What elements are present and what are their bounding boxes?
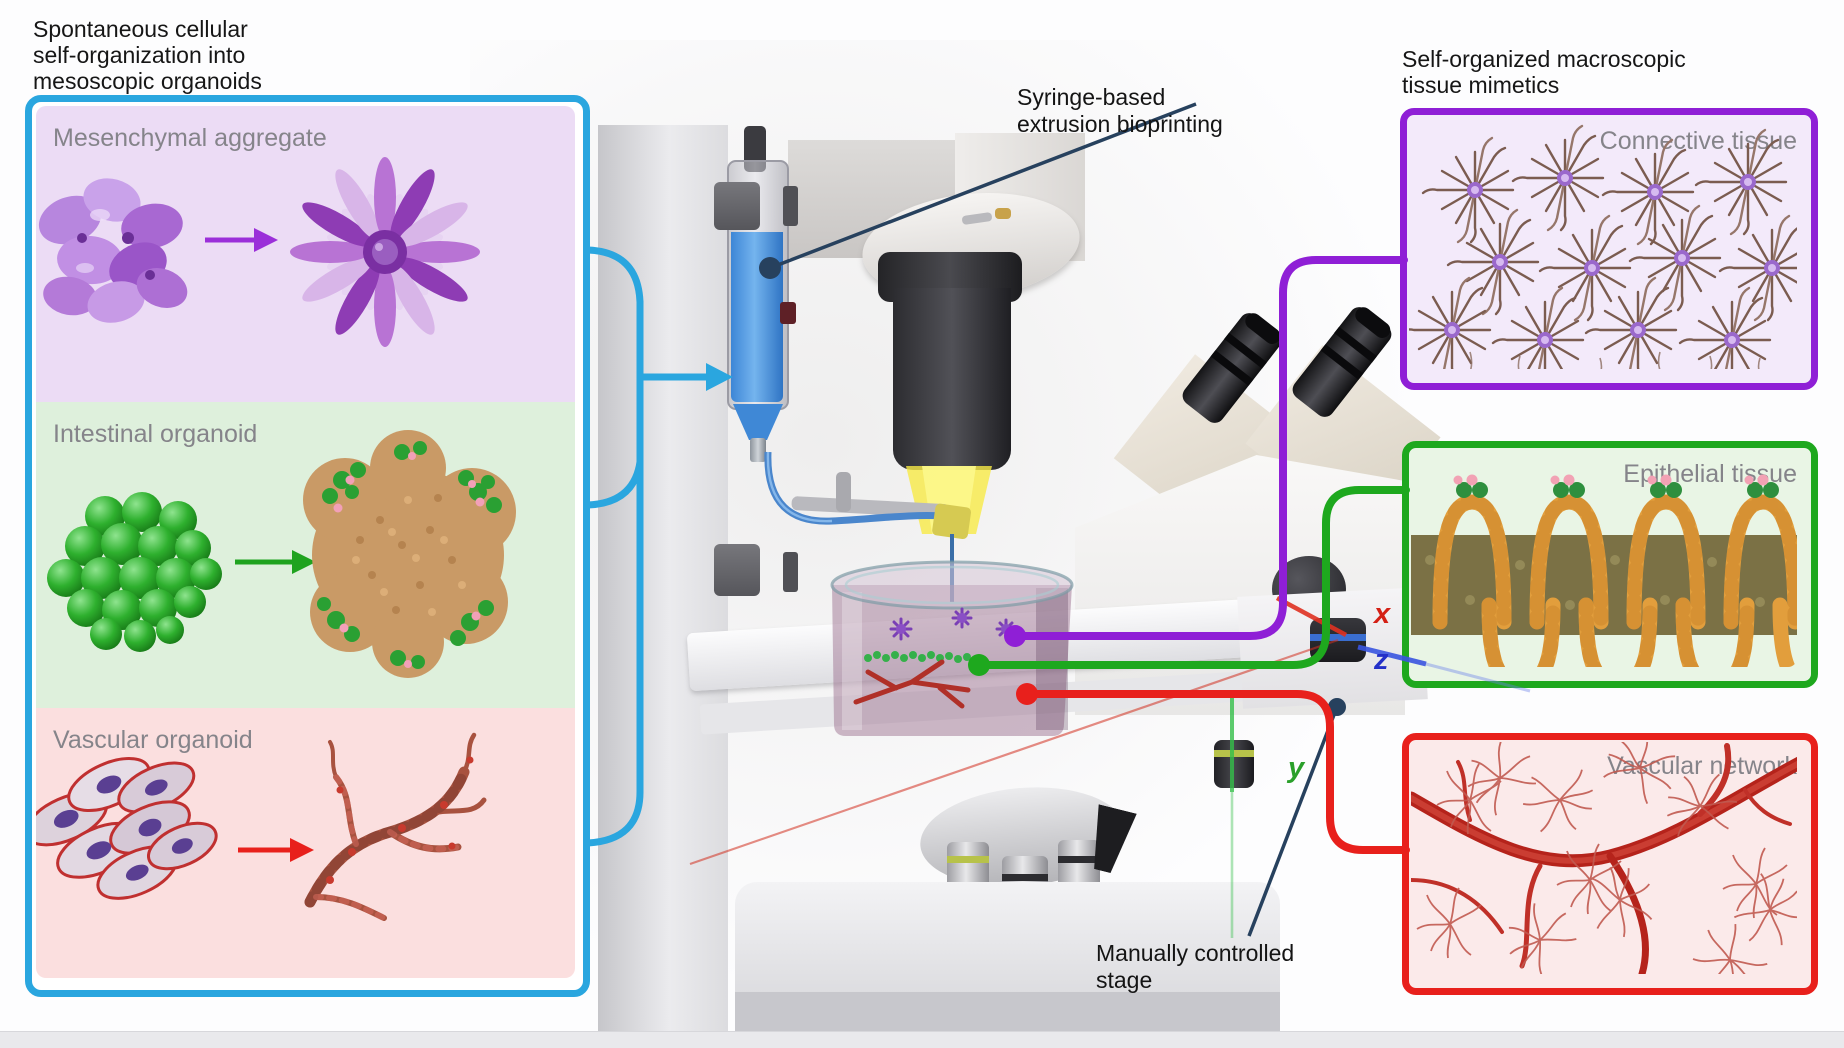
syringe-label: Syringe-based extrusion bioprinting [1017,84,1223,137]
x-axis-label: x [1374,598,1391,630]
xz-axis-knob [1310,618,1366,662]
printer-column [598,125,728,1048]
bench-edge [0,1031,1844,1048]
mesenchymal-section: Mesenchymal aggregate [36,106,575,402]
clamp-tab [783,552,798,592]
connective-tissue-panel: Connective tissue [1400,108,1818,390]
z-axis-label: z [1374,644,1389,676]
y-axis-label: y [1288,752,1305,784]
syringe-bioink [731,232,783,402]
intestinal-section-label: Intestinal organoid [53,420,258,448]
column-bracket [714,544,760,596]
vascular-section: Vascular organoid [36,708,575,978]
epithelial-tissue-panel: Epithelial tissue [1402,441,1818,688]
mesenchymal-section-label: Mesenchymal aggregate [53,124,327,152]
connective-tissue-label: Connective tissue [1599,127,1797,155]
epithelial-tissue-label: Epithelial tissue [1623,460,1797,488]
vascular-network-panel: Vascular network [1402,733,1818,995]
sensor-tab [780,302,796,324]
stage-label: Manually controlled stage [1096,940,1295,993]
right-column-title: Self-organized macroscopic tissue mimeti… [1402,46,1686,98]
vascular-section-label: Vascular organoid [53,726,253,754]
syringe-tip [750,438,766,462]
left-column-title: Spontaneous cellular self-organization i… [33,16,262,94]
y-axis-knob [1214,740,1254,788]
condenser-lens [893,288,1011,470]
vascular-network-label: Vascular network [1607,752,1797,780]
clamp-tab [783,186,798,226]
organoid-input-panel: Mesenchymal aggregate Intestinal organoi… [25,95,590,997]
disc-detail [995,208,1011,219]
intestinal-section: Intestinal organoid [36,402,575,708]
syringe-clamp-top [714,182,760,230]
